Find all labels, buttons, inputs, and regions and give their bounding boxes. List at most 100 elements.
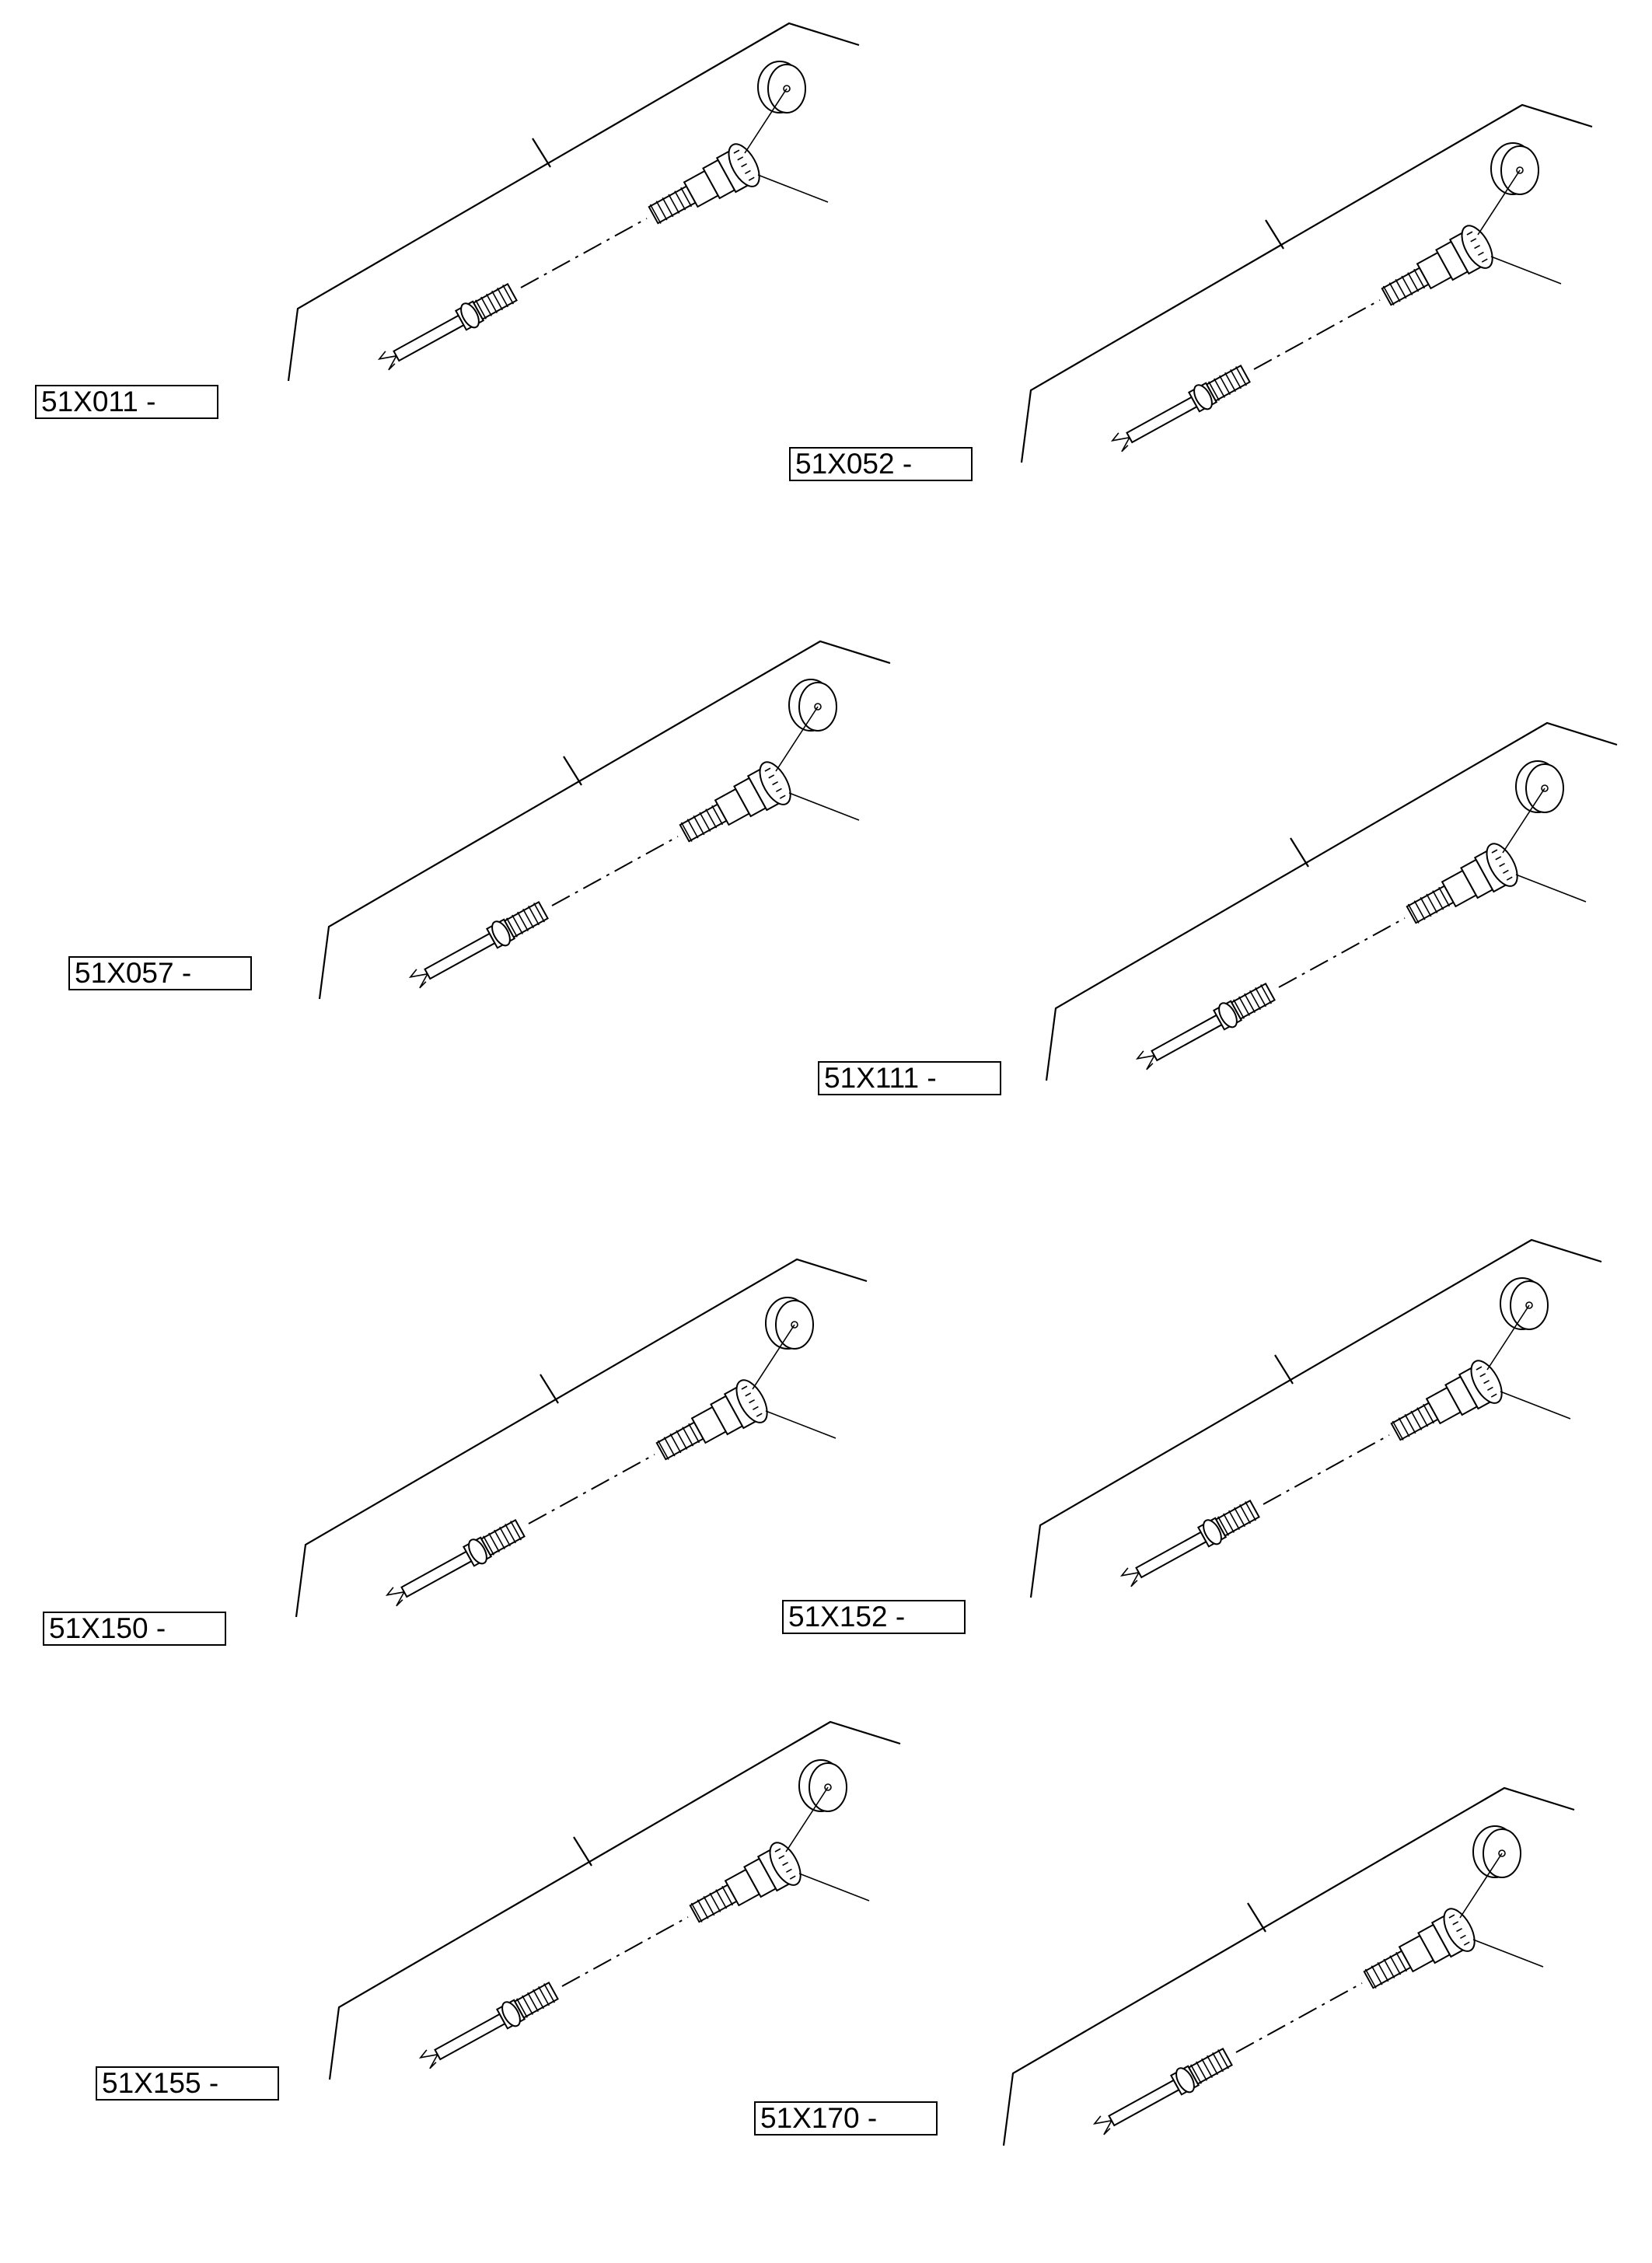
ring-leader: [1500, 1391, 1571, 1420]
wire-end: [1146, 1055, 1155, 1070]
thread-line: [475, 299, 487, 320]
knurl-line: [1490, 1393, 1497, 1398]
thread-line: [668, 194, 680, 214]
thread-line: [711, 805, 724, 826]
socket-threaded-end: [689, 1884, 738, 1923]
thread-line: [1207, 2055, 1218, 2076]
connector-assembly-a1: [287, 22, 860, 382]
knurl-line: [756, 1413, 763, 1417]
thread-line: [1255, 987, 1266, 1008]
socket-threaded-end: [1390, 1402, 1439, 1441]
thread-line: [676, 1430, 688, 1450]
thread-line: [682, 1427, 694, 1447]
thread-line: [680, 822, 693, 842]
thread-line: [499, 1526, 511, 1547]
connector-assembly-a4: [1045, 721, 1618, 1081]
thread-line: [1438, 886, 1451, 907]
thread-line: [1219, 375, 1231, 396]
knurl-line: [737, 156, 744, 161]
knurl-line: [1481, 258, 1488, 263]
thread-line: [703, 1895, 715, 1916]
plug-threaded-body: [1230, 983, 1276, 1020]
wire-end: [418, 2049, 438, 2059]
knurl-line: [1491, 849, 1498, 854]
ring-leader: [1490, 256, 1562, 285]
thread-line: [721, 1885, 734, 1906]
plug-threaded-body: [480, 1519, 526, 1556]
connector-assembly-a5: [295, 1258, 868, 1618]
cable: [393, 314, 465, 362]
cap-leader: [775, 706, 819, 772]
thread-line: [512, 914, 523, 934]
assembly-label-51x152: 51X152 -: [782, 1600, 966, 1634]
wire-end: [429, 2054, 438, 2069]
plug-threaded-body: [1205, 365, 1251, 402]
leader-bracket: [1020, 103, 1593, 463]
thread-line: [1413, 900, 1426, 920]
plug-nut-face: [501, 2001, 521, 2027]
leader-bracket: [1002, 1786, 1575, 2146]
thread-line: [1201, 2058, 1213, 2079]
socket-threaded-end: [1406, 885, 1455, 924]
thread-line: [517, 911, 529, 932]
plug-nut-face: [460, 302, 480, 329]
assembly-label-51x011: 51X011 -: [35, 385, 218, 419]
plug-nut-face: [491, 920, 511, 947]
socket-threaded-end: [679, 803, 728, 843]
thread-line: [533, 1989, 544, 2010]
thread-line: [1239, 1503, 1251, 1524]
axis-centerline: [561, 1916, 689, 1987]
plug-nut-face: [1193, 384, 1213, 410]
thread-line: [1260, 984, 1272, 1004]
knurl-line: [1460, 1934, 1466, 1939]
cap-hole: [814, 703, 822, 711]
thread-line: [1420, 896, 1432, 917]
thread-line: [662, 197, 674, 218]
wire-end: [385, 1587, 405, 1597]
leader-bracket: [318, 640, 891, 1000]
thread-line: [483, 1535, 494, 1556]
cap-leader: [752, 1324, 795, 1390]
thread-line: [502, 285, 514, 305]
wire-end: [396, 1591, 405, 1607]
thread-line: [1382, 285, 1395, 306]
thread-line: [693, 815, 705, 836]
socket-threaded-end: [655, 1421, 704, 1461]
thread-line: [688, 1423, 700, 1444]
thread-line: [1238, 996, 1250, 1016]
thread-line: [1234, 1507, 1245, 1528]
axis-centerline: [520, 218, 648, 288]
thread-line: [1395, 1951, 1408, 1972]
wire-end: [1092, 2115, 1112, 2125]
plug-nut-face: [1203, 1519, 1222, 1545]
thread-line: [1235, 366, 1247, 386]
leader-tick: [1274, 1354, 1294, 1385]
knurl-line: [749, 1399, 755, 1404]
wire-end: [1121, 437, 1130, 452]
knurl-line: [1466, 231, 1473, 236]
thread-line: [488, 1532, 500, 1552]
knurl-line: [1463, 1941, 1470, 1946]
thread-line: [505, 1523, 516, 1544]
connector-assembly-a3: [318, 640, 891, 1000]
thread-line: [1245, 1501, 1256, 1521]
thread-line: [649, 204, 662, 224]
leader-tick: [540, 1374, 559, 1404]
thread-line: [543, 1983, 555, 2003]
thread-line: [533, 903, 545, 923]
thread-line: [663, 1437, 676, 1457]
thread-line: [1217, 1516, 1229, 1536]
thread-line: [1233, 999, 1245, 1019]
thread-line: [1214, 378, 1225, 398]
thread-line: [1371, 1965, 1383, 1985]
assembly-label-51x150: 51X150 -: [43, 1612, 226, 1646]
thread-line: [1389, 1955, 1402, 1975]
leader-bracket: [295, 1258, 868, 1618]
ring-leader: [765, 1410, 836, 1439]
thread-line: [491, 290, 503, 311]
thread-line: [1244, 993, 1256, 1014]
thread-line: [1249, 990, 1261, 1011]
thread-line: [686, 819, 699, 839]
